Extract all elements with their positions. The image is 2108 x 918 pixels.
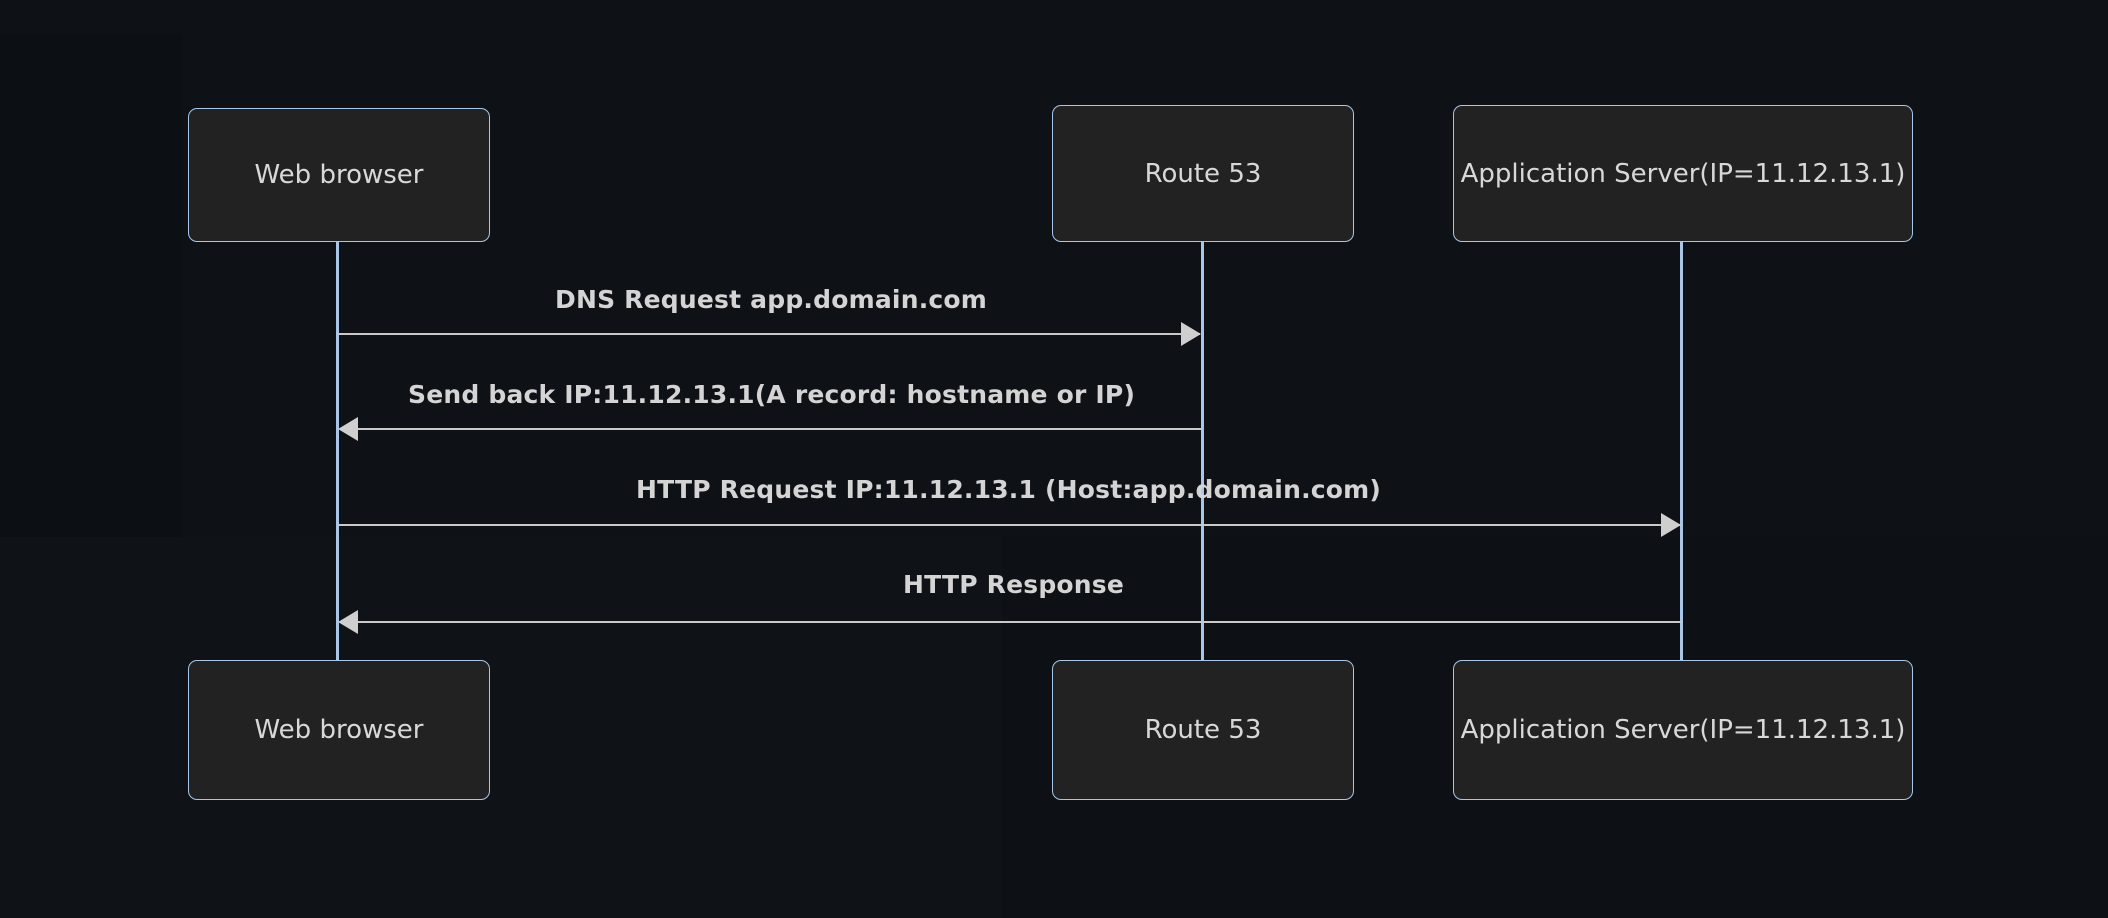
message-label-send-back-ip: Send back IP:11.12.13.1(A record: hostna… (408, 380, 1136, 409)
participant-label-application-server-top: Application Server(IP=11.12.13.1) (1460, 158, 1906, 189)
lifeline-route-53 (1201, 240, 1204, 662)
participant-label-web-browser-bottom: Web browser (254, 715, 424, 745)
participant-label-web-browser-top: Web browser (254, 160, 424, 190)
message-arrowhead-dns-request (1181, 322, 1201, 346)
message-label-dns-request: DNS Request app.domain.com (555, 285, 988, 314)
message-label-http-request: HTTP Request IP:11.12.13.1 (Host:app.dom… (636, 475, 1382, 504)
participant-box-route-53-bottom[interactable]: Route 53 (1052, 660, 1354, 800)
participant-label-route-53-bottom: Route 53 (1144, 715, 1262, 745)
participant-box-web-browser-bottom[interactable]: Web browser (188, 660, 490, 800)
background-panel-left (0, 33, 182, 918)
participant-box-application-server-top[interactable]: Application Server(IP=11.12.13.1) (1453, 105, 1913, 242)
participant-box-web-browser-top[interactable]: Web browser (188, 108, 490, 242)
message-line-dns-request (338, 333, 1200, 335)
message-line-http-response (340, 621, 1682, 623)
participant-box-application-server-bottom[interactable]: Application Server(IP=11.12.13.1) (1453, 660, 1913, 800)
lifeline-web-browser (336, 240, 339, 662)
message-arrowhead-http-response (338, 610, 358, 634)
message-label-http-response: HTTP Response (903, 570, 1125, 599)
message-arrowhead-send-back-ip (338, 417, 358, 441)
participant-box-route-53-top[interactable]: Route 53 (1052, 105, 1354, 242)
participant-label-application-server-bottom: Application Server(IP=11.12.13.1) (1460, 715, 1906, 745)
background-panel-lower-left (0, 537, 1002, 918)
lifeline-application-server (1680, 240, 1683, 662)
message-arrowhead-http-request (1661, 513, 1681, 537)
participant-label-route-53-top: Route 53 (1144, 158, 1262, 189)
message-line-http-request (338, 524, 1681, 526)
message-line-send-back-ip (340, 428, 1202, 430)
